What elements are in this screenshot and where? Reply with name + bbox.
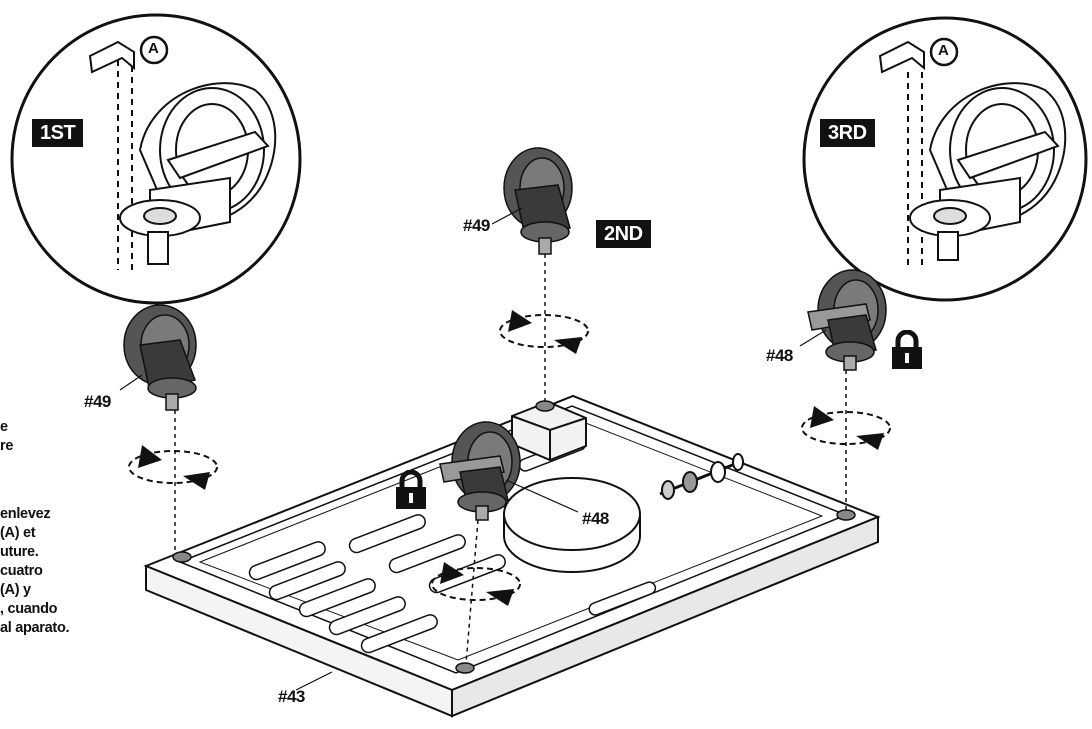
step-badge-third: 3RD xyxy=(820,119,875,147)
part-label-base: #43 xyxy=(278,687,305,706)
step-badge-first: 1ST xyxy=(32,119,84,147)
caster-center xyxy=(503,147,573,255)
side-text-line-9: , cuando xyxy=(0,601,58,617)
side-text-line-4: enlevez xyxy=(0,506,51,522)
part-label-caster-mid-base: #48 xyxy=(582,509,609,528)
caster-left xyxy=(123,304,197,411)
caster-right xyxy=(807,269,887,371)
side-text-line-8: (A) y xyxy=(0,582,31,598)
leader-lines xyxy=(119,207,827,691)
padlock-closed-icon xyxy=(892,330,922,369)
side-text-line-2: re xyxy=(0,438,14,454)
rotate-arrows-icon xyxy=(128,314,891,601)
alignment-lines xyxy=(174,254,847,665)
padlock-closed-icon xyxy=(396,470,426,509)
callout-circle-right xyxy=(802,16,1088,302)
side-text-line-6: uture. xyxy=(0,544,39,560)
rotation-arrowheads xyxy=(138,310,884,606)
side-text-line-1: e xyxy=(0,419,8,435)
side-text-line-7: cuatro xyxy=(0,563,43,579)
base-tray xyxy=(143,394,881,718)
caster-mid-base xyxy=(439,421,521,521)
part-label-caster-left: #49 xyxy=(84,392,111,411)
side-text-line-5: (A) et xyxy=(0,525,36,541)
step-badge-second: 2ND xyxy=(596,220,651,248)
part-label-caster-right: #48 xyxy=(766,346,793,365)
part-label-caster-center: #49 xyxy=(463,216,490,235)
side-text-line-10: al aparato. xyxy=(0,620,70,636)
callout-marker-a-right: A xyxy=(938,42,949,59)
callout-circle-left xyxy=(10,13,302,305)
callout-marker-a-left: A xyxy=(148,40,159,57)
